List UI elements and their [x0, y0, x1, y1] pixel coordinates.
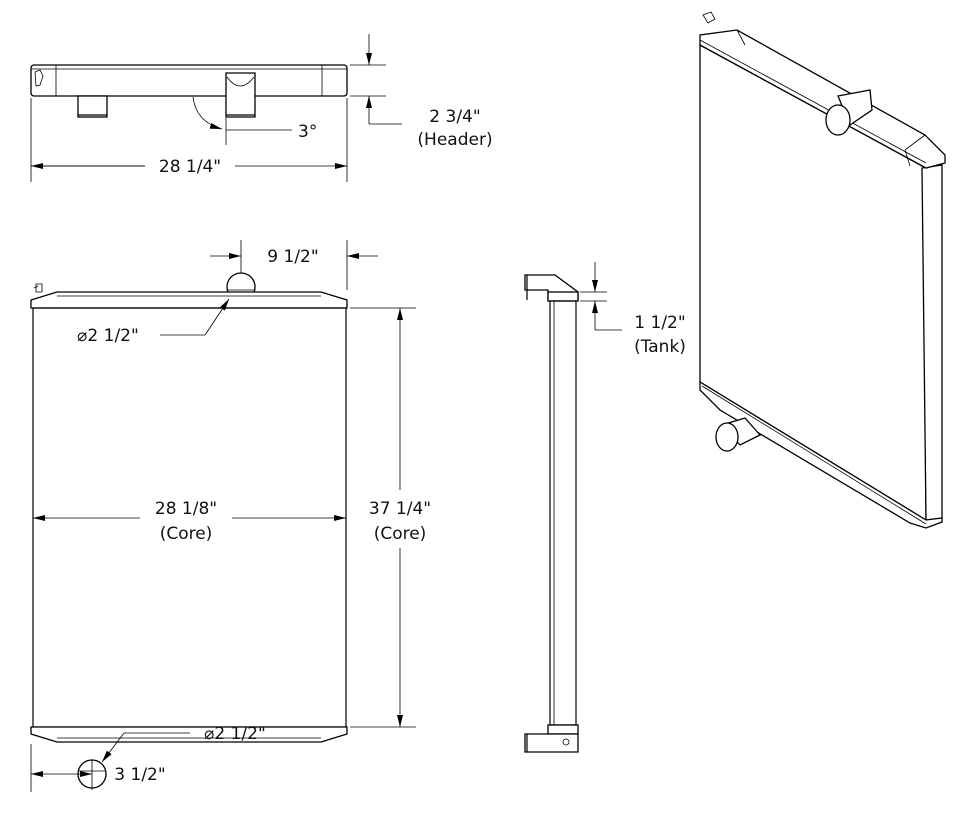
- header-dimension: 2 3/4": [429, 107, 480, 127]
- inlet-pipe: [77, 95, 108, 118]
- core-height-caption: (Core): [374, 524, 427, 544]
- tank-caption: (Tank): [634, 337, 686, 357]
- outlet-pipe: [225, 72, 256, 118]
- iso-bottom-inlet: [715, 422, 739, 452]
- core-height-dimension: 37 1/4": [369, 499, 431, 519]
- width-dimension: 28 1/4": [159, 157, 221, 177]
- outlet-offset-dimension: 9 1/2": [267, 247, 318, 267]
- inlet-offset-dimension: 3 1/2": [114, 765, 165, 785]
- iso-top-outlet: [825, 104, 851, 136]
- drain-cock-icon: [702, 11, 716, 24]
- side-inlet: [524, 733, 579, 753]
- core-width-caption: (Core): [160, 524, 213, 544]
- isometric-view: [699, 11, 946, 529]
- tank-dimension: 1 1/2": [634, 313, 685, 333]
- angle-dimension: 3°: [298, 122, 317, 142]
- header-caption: (Header): [417, 130, 492, 150]
- top-view: 28 1/4" 3° 2 3/4" (Header): [30, 34, 493, 182]
- header-tank: [30, 64, 348, 97]
- iso-bottom-tank: [699, 380, 943, 529]
- top-tank: [30, 291, 348, 309]
- iso-top-tank: [699, 29, 946, 169]
- side-view: 1 1/2" (Tank): [524, 262, 686, 753]
- bottom-diameter-dimension: ⌀2 1/2": [204, 724, 266, 744]
- core-width-dimension: 28 1/8": [155, 499, 217, 519]
- drain-cock-icon: [33, 283, 43, 293]
- drain-cock-icon: [34, 69, 44, 87]
- front-view: 9 1/2" ⌀2 1/2" 28 1/8" (Core) 37 1/4" (C…: [30, 240, 431, 792]
- top-diameter-dimension: ⌀2 1/2": [77, 326, 139, 346]
- bottom-tank: [30, 726, 348, 743]
